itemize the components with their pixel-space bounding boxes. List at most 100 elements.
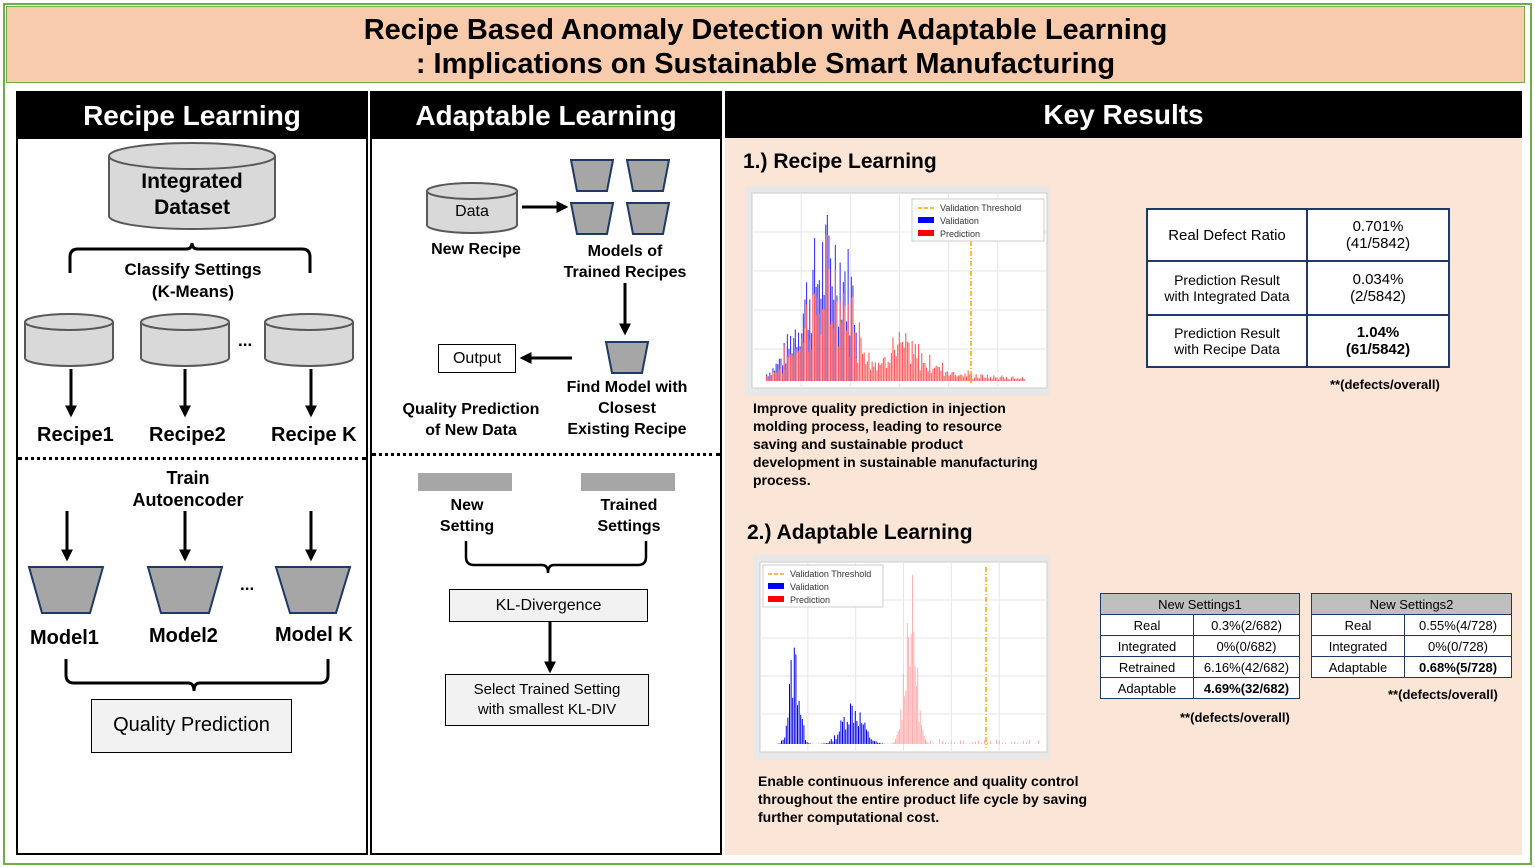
validation-bar [782, 739, 784, 744]
adaptable-divider [372, 453, 720, 456]
prediction-bar [903, 347, 905, 381]
chart2-frame: Validation Threshold Validation Predicti… [753, 555, 1050, 760]
prediction-bar [914, 666, 916, 744]
prediction-bar [978, 378, 980, 381]
section1-description: Improve quality prediction in injection … [753, 399, 1083, 489]
prediction-bar [895, 356, 897, 381]
prediction-bar [966, 376, 968, 381]
prediction-bar [926, 367, 928, 381]
table1-note: **(defects/overall) [1330, 377, 1440, 392]
prediction-bar [1018, 378, 1020, 381]
model-2-label: Model2 [149, 625, 218, 647]
classify-settings-label: Classify Settings (K-Means) [78, 259, 308, 303]
prediction-bar [818, 313, 820, 381]
validation-bar [830, 258, 832, 381]
prediction-bar [777, 371, 779, 381]
prediction-bar [1001, 375, 1003, 381]
prediction-bar [922, 362, 924, 381]
adaptable-learning-graphics [426, 159, 671, 674]
s1-desc-line-4: development in sustainable manufacturing [753, 454, 1038, 470]
table-cell: Integrated [1100, 635, 1194, 657]
prediction-bar [988, 378, 990, 381]
validation-bar [784, 737, 786, 744]
s1-desc-line-3: saving and sustainable product [753, 436, 964, 452]
prediction-bar [801, 338, 803, 381]
prediction-bar [766, 376, 768, 381]
key-results-panel: Key Results 1.) Recipe Learning Validati… [725, 91, 1522, 855]
prediction-bar [1020, 743, 1021, 744]
prediction-bar [951, 740, 952, 744]
chart2-legend-validation: Validation [790, 582, 829, 592]
validation-bar [826, 743, 827, 744]
new-data-cylinder [426, 182, 518, 234]
prediction-bar [1006, 376, 1008, 381]
model-k-shape [274, 566, 352, 614]
prediction-bar [990, 741, 991, 744]
prediction-bar [917, 667, 919, 744]
prediction-bar [860, 337, 862, 381]
prediction-bar [999, 377, 1001, 381]
prediction-bar [934, 367, 936, 381]
classify-line-2: (K-Means) [151, 282, 235, 301]
prediction-bar [882, 358, 884, 381]
validation-bar [809, 299, 811, 381]
validation-bar [861, 723, 863, 744]
validation-bar [798, 700, 800, 744]
prediction-bar [926, 741, 928, 744]
validation-bar [790, 660, 792, 744]
prediction-bar [767, 378, 769, 381]
prediction-bar [994, 377, 996, 381]
prediction-bar [1005, 742, 1006, 744]
prediction-bar [892, 742, 894, 744]
validation-bar [789, 684, 790, 744]
prediction-bar [828, 268, 830, 381]
prediction-bar [834, 269, 836, 381]
validation-bar [806, 741, 808, 744]
chart1-legend-threshold: Validation Threshold [940, 203, 1021, 213]
prediction-bar [951, 371, 953, 381]
output-box: Output [438, 344, 516, 373]
prediction-bar [866, 361, 868, 381]
s1-desc-line-2: molding process, leading to resource [753, 418, 1002, 434]
prediction-bar [921, 725, 923, 744]
prediction-bar [927, 371, 929, 381]
prediction-bar [826, 234, 828, 381]
select-line-2: with smallest KL-DIV [477, 701, 617, 718]
prediction-bar [970, 374, 972, 381]
prediction-bar [887, 361, 889, 381]
table-cell: Real [1311, 614, 1405, 636]
prediction-bar [972, 741, 973, 744]
key-results-header: Key Results [725, 91, 1522, 138]
validation-bar [837, 734, 839, 744]
prediction-bar [935, 365, 937, 381]
prediction-bar [984, 740, 985, 744]
prediction-bar [982, 374, 984, 381]
prediction-bar [930, 372, 932, 381]
prediction-bar [793, 356, 795, 381]
model-1-label: Model1 [30, 627, 99, 649]
prediction-bar [918, 722, 920, 744]
chart2-histogram: Validation Threshold Validation Predicti… [759, 561, 1048, 753]
s1-desc-line-1: Improve quality prediction in injection [753, 400, 1006, 416]
prediction-bar [975, 374, 977, 381]
prediction-bar [833, 328, 835, 381]
chart2-legend-threshold: Validation Threshold [790, 569, 871, 579]
section2-description: Enable continuous inference and quality … [758, 772, 1138, 826]
validation-bar [775, 363, 777, 381]
select-line-1: Select Trained Setting [473, 681, 621, 698]
trained-settings-line-1: Trained [600, 497, 658, 514]
prediction-bar [1017, 378, 1019, 381]
validation-bar [848, 724, 850, 744]
validation-bar [855, 332, 857, 381]
prediction-bar [820, 334, 822, 381]
validation-bar [800, 714, 802, 744]
prediction-bar [807, 352, 809, 381]
prediction-bar [969, 374, 971, 381]
prediction-bar [812, 295, 814, 381]
chart1-legend-prediction-swatch [918, 230, 934, 236]
chart1-legend-validation: Validation [940, 216, 979, 226]
prediction-bar [922, 730, 924, 744]
